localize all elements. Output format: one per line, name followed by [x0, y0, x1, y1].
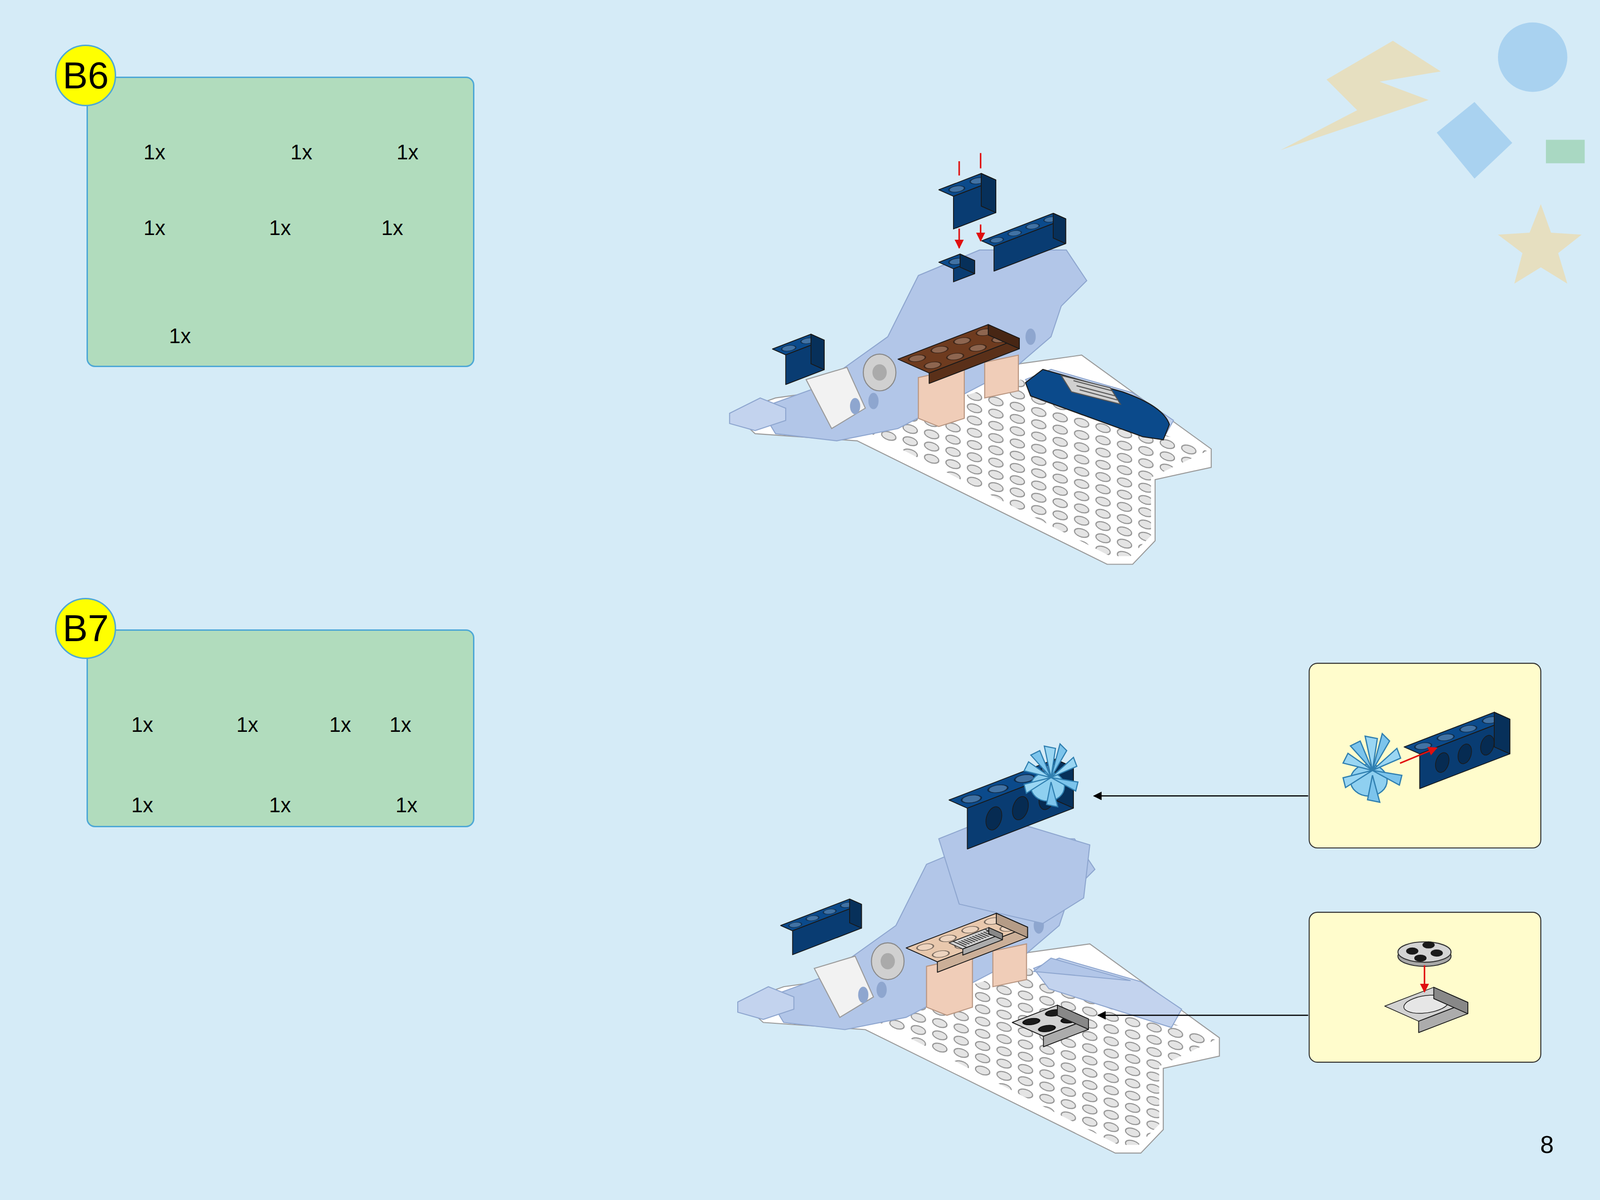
- part-quantity: 1x: [131, 793, 153, 818]
- b7-model: [737, 744, 1220, 1154]
- part-quantity: 1x: [268, 216, 291, 240]
- b6-model: [729, 153, 1212, 565]
- part-quantity: 1x: [131, 713, 153, 737]
- callouts: [1094, 663, 1542, 1063]
- part-quantity: 1x: [143, 216, 166, 240]
- part-quantity: 1x: [381, 216, 403, 240]
- part-quantity: 1x: [290, 140, 313, 165]
- part-quantity: 1x: [143, 140, 166, 165]
- step-number: B6: [62, 54, 109, 98]
- part-quantity: 1x: [329, 713, 351, 737]
- part-quantity: 1x: [236, 713, 259, 737]
- step-number: B7: [62, 606, 109, 651]
- part-quantity: 1x: [396, 140, 419, 165]
- step-badge: B6: [55, 44, 117, 106]
- part-quantity: 1x: [268, 793, 291, 818]
- step-badge: B7: [55, 598, 117, 660]
- part-quantity: 1x: [389, 713, 411, 737]
- part-quantity: 1x: [395, 793, 418, 818]
- background-shapes: [1280, 22, 1585, 284]
- parts-panel: 1x 1x 1x 1x 1x 1x 1x: [86, 76, 475, 368]
- page-number: 8: [1540, 1130, 1554, 1159]
- parts-panel: 1x 1x 1x 1x 1x 1x 1x: [86, 629, 475, 828]
- part-quantity: 1x: [169, 324, 191, 348]
